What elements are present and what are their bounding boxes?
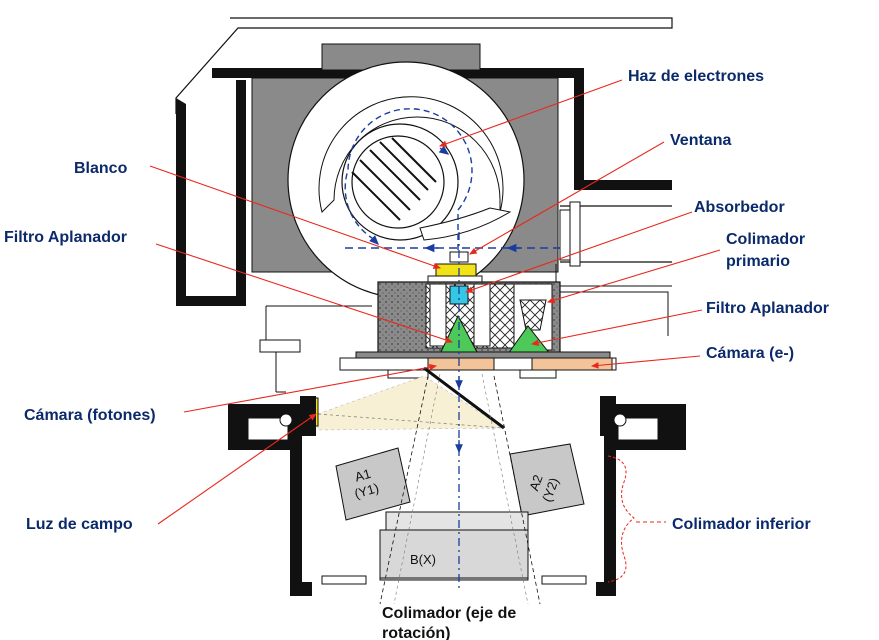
chamber-electrons	[531, 357, 613, 371]
bending-magnet	[251, 61, 574, 299]
lower-mount	[228, 396, 686, 596]
electron-beam-path	[344, 108, 473, 250]
target	[435, 263, 477, 277]
label-window: Ventana	[670, 132, 731, 149]
label-primary-collimator-line2: primario	[726, 253, 790, 270]
label-primary-collimator-line1: Colimador	[726, 231, 805, 248]
jaw-a1-sublabel: (Y1)	[353, 480, 381, 501]
label-target: Blanco	[74, 160, 128, 177]
magnet-core-hatch	[351, 137, 437, 221]
jaw-a2-label: A2	[526, 473, 546, 493]
label-absorber: Absorbedor	[694, 199, 785, 216]
pointer-lines	[149, 79, 721, 525]
lower-collimator-brace	[607, 455, 635, 583]
jaw-a1-labels: A1 (Y1)	[353, 466, 381, 502]
jaw-b-label: B(X)	[410, 552, 436, 567]
waveguide	[555, 201, 672, 336]
primary-collimator	[377, 281, 561, 355]
jaw-a1	[335, 447, 411, 521]
jaw-b	[379, 511, 529, 581]
label-field-light: Luz de campo	[26, 516, 133, 533]
label-electron-beam: Haz de electrones	[628, 68, 764, 85]
jaw-a1-label: A1	[353, 466, 372, 485]
label-flattening-filter-left: Filtro Aplanador	[4, 229, 127, 246]
label-flattening-filter-right: Filtro Aplanador	[706, 300, 829, 317]
beam-edges	[379, 373, 541, 605]
ionization-chamber	[259, 305, 617, 393]
chamber-photons	[427, 357, 495, 371]
label-electron-chamber: Cámara (e-)	[706, 345, 794, 362]
label-rotation-axis-line1: Colimador (eje de	[382, 605, 516, 622]
label-photon-chamber: Cámara (fotones)	[24, 407, 156, 424]
label-lower-collimator: Colimador inferior	[672, 516, 811, 533]
label-rotation-axis-line2: rotación)	[382, 625, 450, 640]
